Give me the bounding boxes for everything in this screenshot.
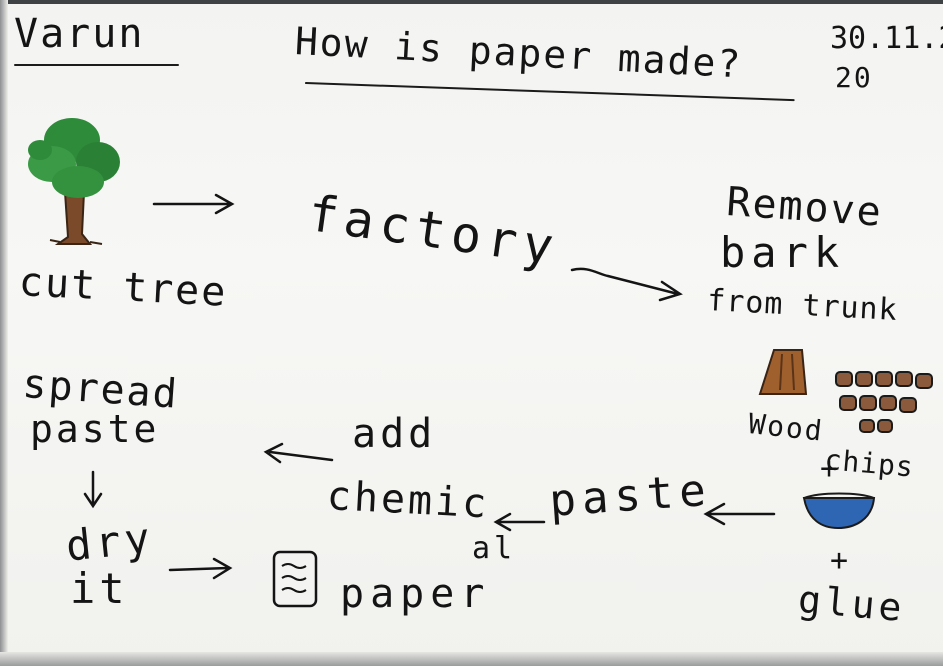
arrow-icon xyxy=(168,557,233,580)
bowl-icon xyxy=(802,492,876,530)
page-title: How is paper made? xyxy=(293,19,744,87)
student-name: Varun xyxy=(14,11,145,57)
plus-sign-2: + xyxy=(830,543,851,578)
step-chemical: chemic xyxy=(325,473,491,528)
step-wood: Wood xyxy=(746,407,826,448)
step-add: add xyxy=(352,411,437,457)
step-glue: glue xyxy=(796,577,908,631)
top-edge-shadow xyxy=(0,0,943,4)
tree-icon xyxy=(28,118,120,245)
arrow-icon xyxy=(493,512,546,532)
bottom-edge-shadow xyxy=(0,652,943,666)
step-cut-tree: cut tree xyxy=(17,259,229,316)
step-spread-line-2: paste xyxy=(30,407,160,451)
date-line-1: 30.11.2 xyxy=(830,21,943,56)
step-dry-line-1: dry xyxy=(63,512,157,571)
plus-sign-1: + xyxy=(820,451,841,486)
arrow-icon xyxy=(703,502,776,526)
step-remove-line-3: from trunk xyxy=(706,283,899,328)
step-paper: paper xyxy=(340,571,491,617)
step-remove-line-1: Remove xyxy=(725,179,885,236)
step-dry-line-2: it xyxy=(70,564,129,613)
arrow-icon xyxy=(570,267,683,302)
left-edge-shadow xyxy=(0,0,8,666)
step-factory: factory xyxy=(304,184,563,277)
arrow-icon xyxy=(152,193,235,215)
date-line-2: 20 xyxy=(835,61,873,94)
step-remove-line-2: bark xyxy=(720,228,846,277)
trunk-icon xyxy=(758,349,808,395)
name-underline xyxy=(14,64,179,66)
arrow-icon xyxy=(263,442,334,464)
paper-sheet-icon xyxy=(272,550,318,608)
step-paste: paste xyxy=(547,464,714,527)
wood-chips-icon xyxy=(835,371,933,433)
arrow-down-icon xyxy=(83,470,103,509)
step-chemical-tail: al xyxy=(472,531,517,566)
